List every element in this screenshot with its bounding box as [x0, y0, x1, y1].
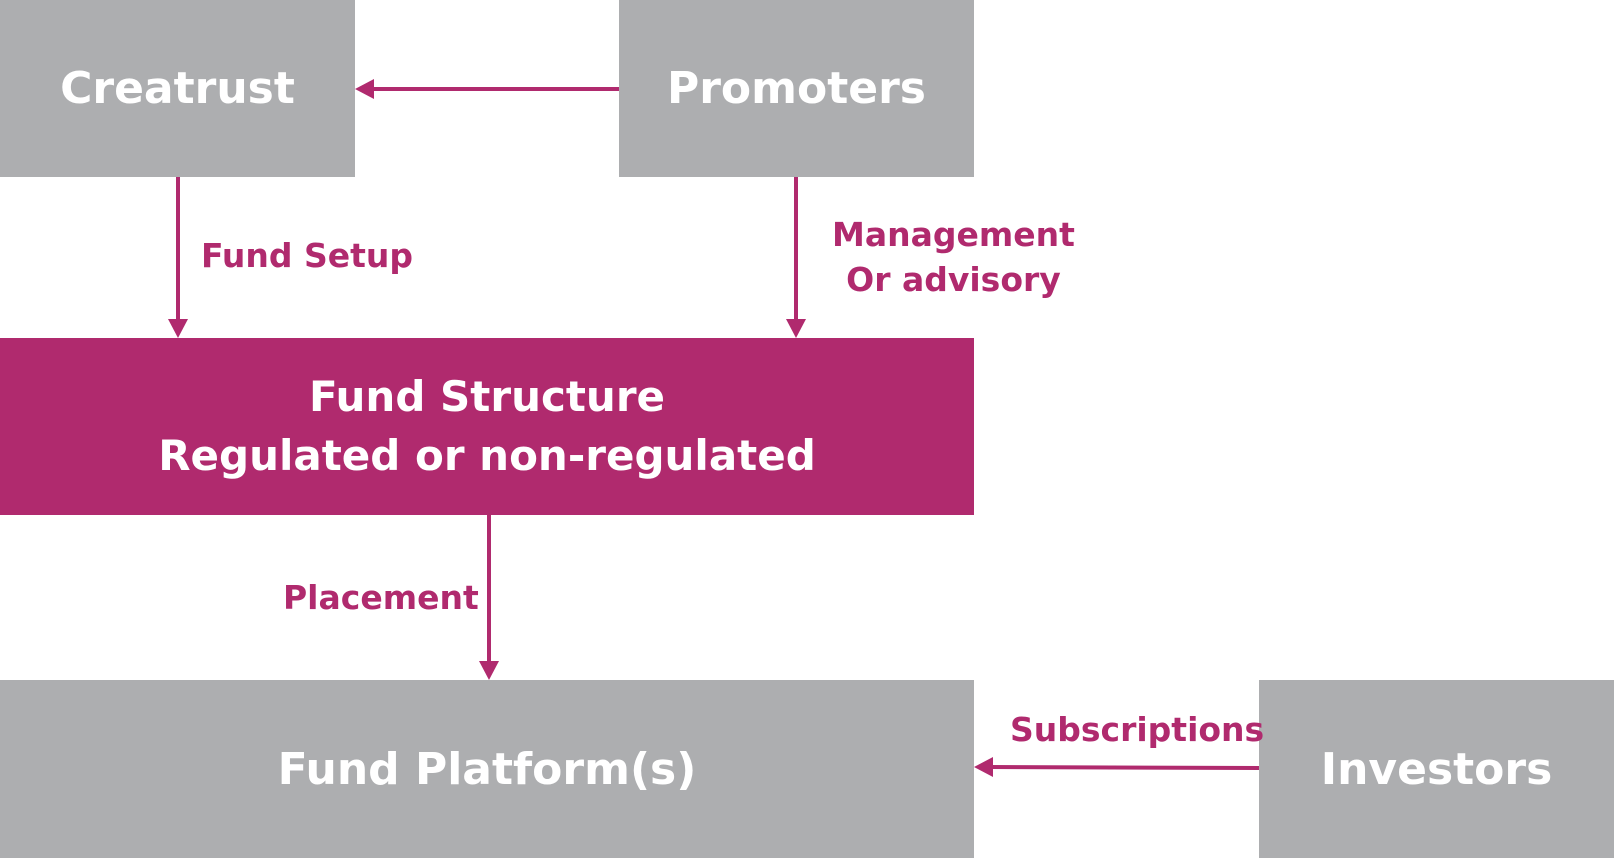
arrowhead-platforms-right [974, 757, 993, 777]
subscriptions-text: Subscriptions [1010, 710, 1265, 749]
management-label: Management Or advisory [832, 213, 1075, 302]
arrowhead-creatrust [355, 79, 374, 99]
fund-structure-node: Fund Structure Regulated or non-regulate… [0, 338, 974, 515]
promoters-node: Promoters [619, 0, 974, 177]
fund-structure-subtitle: Regulated or non-regulated [158, 430, 816, 480]
subscriptions-label: Subscriptions [1010, 708, 1264, 753]
management-line1: Management [832, 215, 1075, 254]
placement-text: Placement [283, 578, 479, 617]
arrow-investors-to-platforms [989, 765, 1260, 770]
promoters-label: Promoters [666, 63, 926, 114]
fund-platforms-label: Fund Platform(s) [277, 743, 697, 795]
fund-platforms-node: Fund Platform(s) [0, 680, 974, 858]
arrowhead-fund-structure-right [786, 319, 806, 338]
arrowhead-fund-structure-left [168, 319, 188, 338]
investors-node: Investors [1259, 680, 1614, 858]
investors-label: Investors [1320, 743, 1553, 795]
fund-setup-label: Fund Setup [201, 234, 413, 279]
management-line2: Or advisory [846, 259, 1061, 299]
placement-label: Placement [283, 576, 479, 621]
fund-structure-title: Fund Structure [308, 371, 666, 421]
creatrust-node: Creatrust [0, 0, 355, 177]
fund-setup-text: Fund Setup [201, 236, 414, 275]
arrowhead-platforms [479, 661, 499, 680]
creatrust-label: Creatrust [60, 63, 295, 114]
